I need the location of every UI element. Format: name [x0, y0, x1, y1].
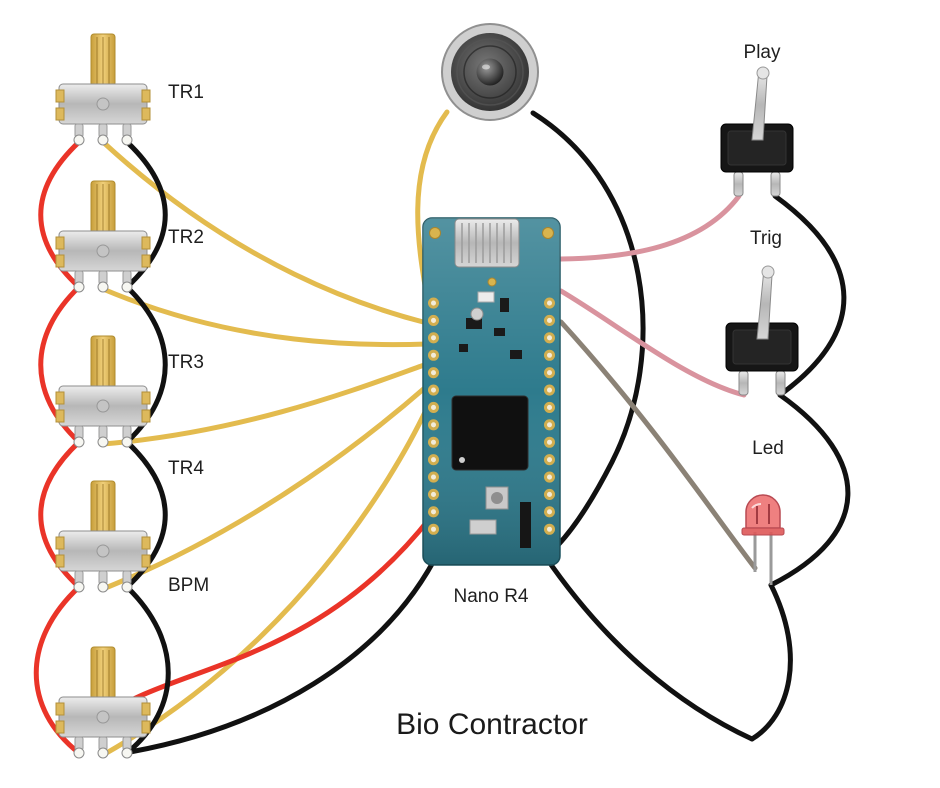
nano-r4-board: [422, 217, 561, 566]
wire-led-ground: [749, 582, 793, 742]
toggle-switch-trig: [725, 265, 799, 396]
toggle-switch-play: [720, 66, 794, 197]
board-components: [459, 277, 522, 359]
mcu-chip: [451, 395, 529, 471]
wire-bpm-signal: [100, 405, 430, 758]
board-components-lower: [469, 486, 531, 548]
label-tr3: TR3: [168, 352, 204, 373]
label-play: Play: [744, 42, 781, 63]
wire-tr2-signal: [100, 286, 430, 348]
label-tr4: TR4: [168, 458, 204, 479]
potentiometer-tr1: [55, 33, 151, 146]
label-tr2: TR2: [168, 227, 204, 248]
wire-play-signal: [558, 193, 742, 262]
wire-play-to-trig-ground: [772, 193, 847, 398]
mount-pad: [542, 227, 554, 239]
wire-tr4-signal: [100, 383, 430, 592]
wire-trig-signal: [558, 288, 747, 398]
label-led: Led: [752, 438, 784, 459]
pin-headers: [428, 297, 555, 552]
wire-led-signal: [558, 319, 758, 571]
mount-pad: [429, 227, 441, 239]
speaker-icon: [441, 23, 539, 121]
led-icon: [741, 494, 785, 585]
wire-tr1-signal: [100, 139, 430, 326]
wire-nano-ground-right: [542, 553, 755, 742]
wire-trig-to-led-ground: [768, 392, 851, 588]
label-bpm: BPM: [168, 575, 209, 596]
label-tr1: TR1: [168, 82, 204, 103]
wire-tr3-signal: [100, 361, 430, 447]
label-board: Nano R4: [454, 586, 529, 607]
usb-connector-icon: [454, 218, 520, 268]
label-trig: Trig: [750, 228, 782, 249]
wire-speaker-ground: [530, 110, 646, 548]
diagram-title: Bio Contractor: [396, 708, 588, 741]
wire-nano-ground-left: [127, 546, 443, 755]
potentiometer-bpm: [55, 646, 151, 759]
